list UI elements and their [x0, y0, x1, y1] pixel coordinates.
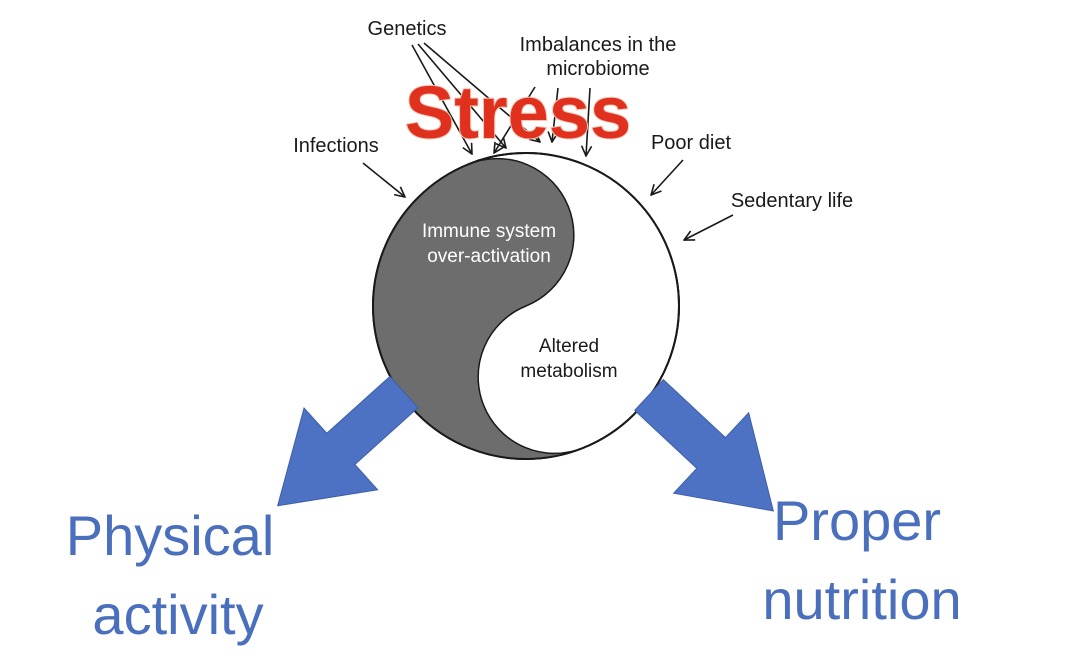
sedentary-life-label: Sedentary life: [731, 190, 853, 212]
nutrition-label-line2: nutrition: [762, 568, 961, 631]
arrow-sedentary: [684, 214, 734, 240]
physical-label-line2: activity: [92, 583, 263, 646]
arrow-genetics-3: [423, 42, 540, 142]
infections-label: Infections: [293, 135, 379, 157]
nutrition-label-line1: Proper: [773, 489, 941, 552]
arrow-infections: [362, 162, 405, 197]
physical-label-line1: Physical: [66, 504, 275, 567]
arrow-to-proper-nutrition: [633, 378, 775, 512]
arrow-microbiome-2: [552, 87, 559, 142]
metabolism-label-line1: Altered: [539, 336, 599, 357]
arrow-genetics-2: [417, 43, 506, 148]
genetics-label: Genetics: [368, 18, 447, 40]
arrow-genetics-1: [411, 44, 472, 154]
microbiome-label-line2: microbiome: [546, 58, 649, 80]
poor-diet-label: Poor diet: [651, 132, 731, 154]
yin-yang-circle: [372, 152, 680, 460]
stress-label: Stress: [405, 71, 631, 154]
factor-arrows: [362, 42, 734, 240]
immune-label-line2: over-activation: [427, 246, 551, 267]
arrow-to-physical-activity: [276, 375, 419, 507]
outcome-arrows: [276, 375, 775, 512]
arrow-microbiome-1: [494, 86, 536, 153]
immune-label-line1: Immune system: [422, 221, 556, 242]
microbiome-label-line1: Imbalances in the: [520, 34, 677, 56]
arrow-poor-diet: [651, 159, 684, 195]
metabolism-label-line2: metabolism: [520, 361, 617, 382]
arrow-microbiome-3: [586, 87, 590, 156]
circle-outline: [372, 152, 680, 460]
